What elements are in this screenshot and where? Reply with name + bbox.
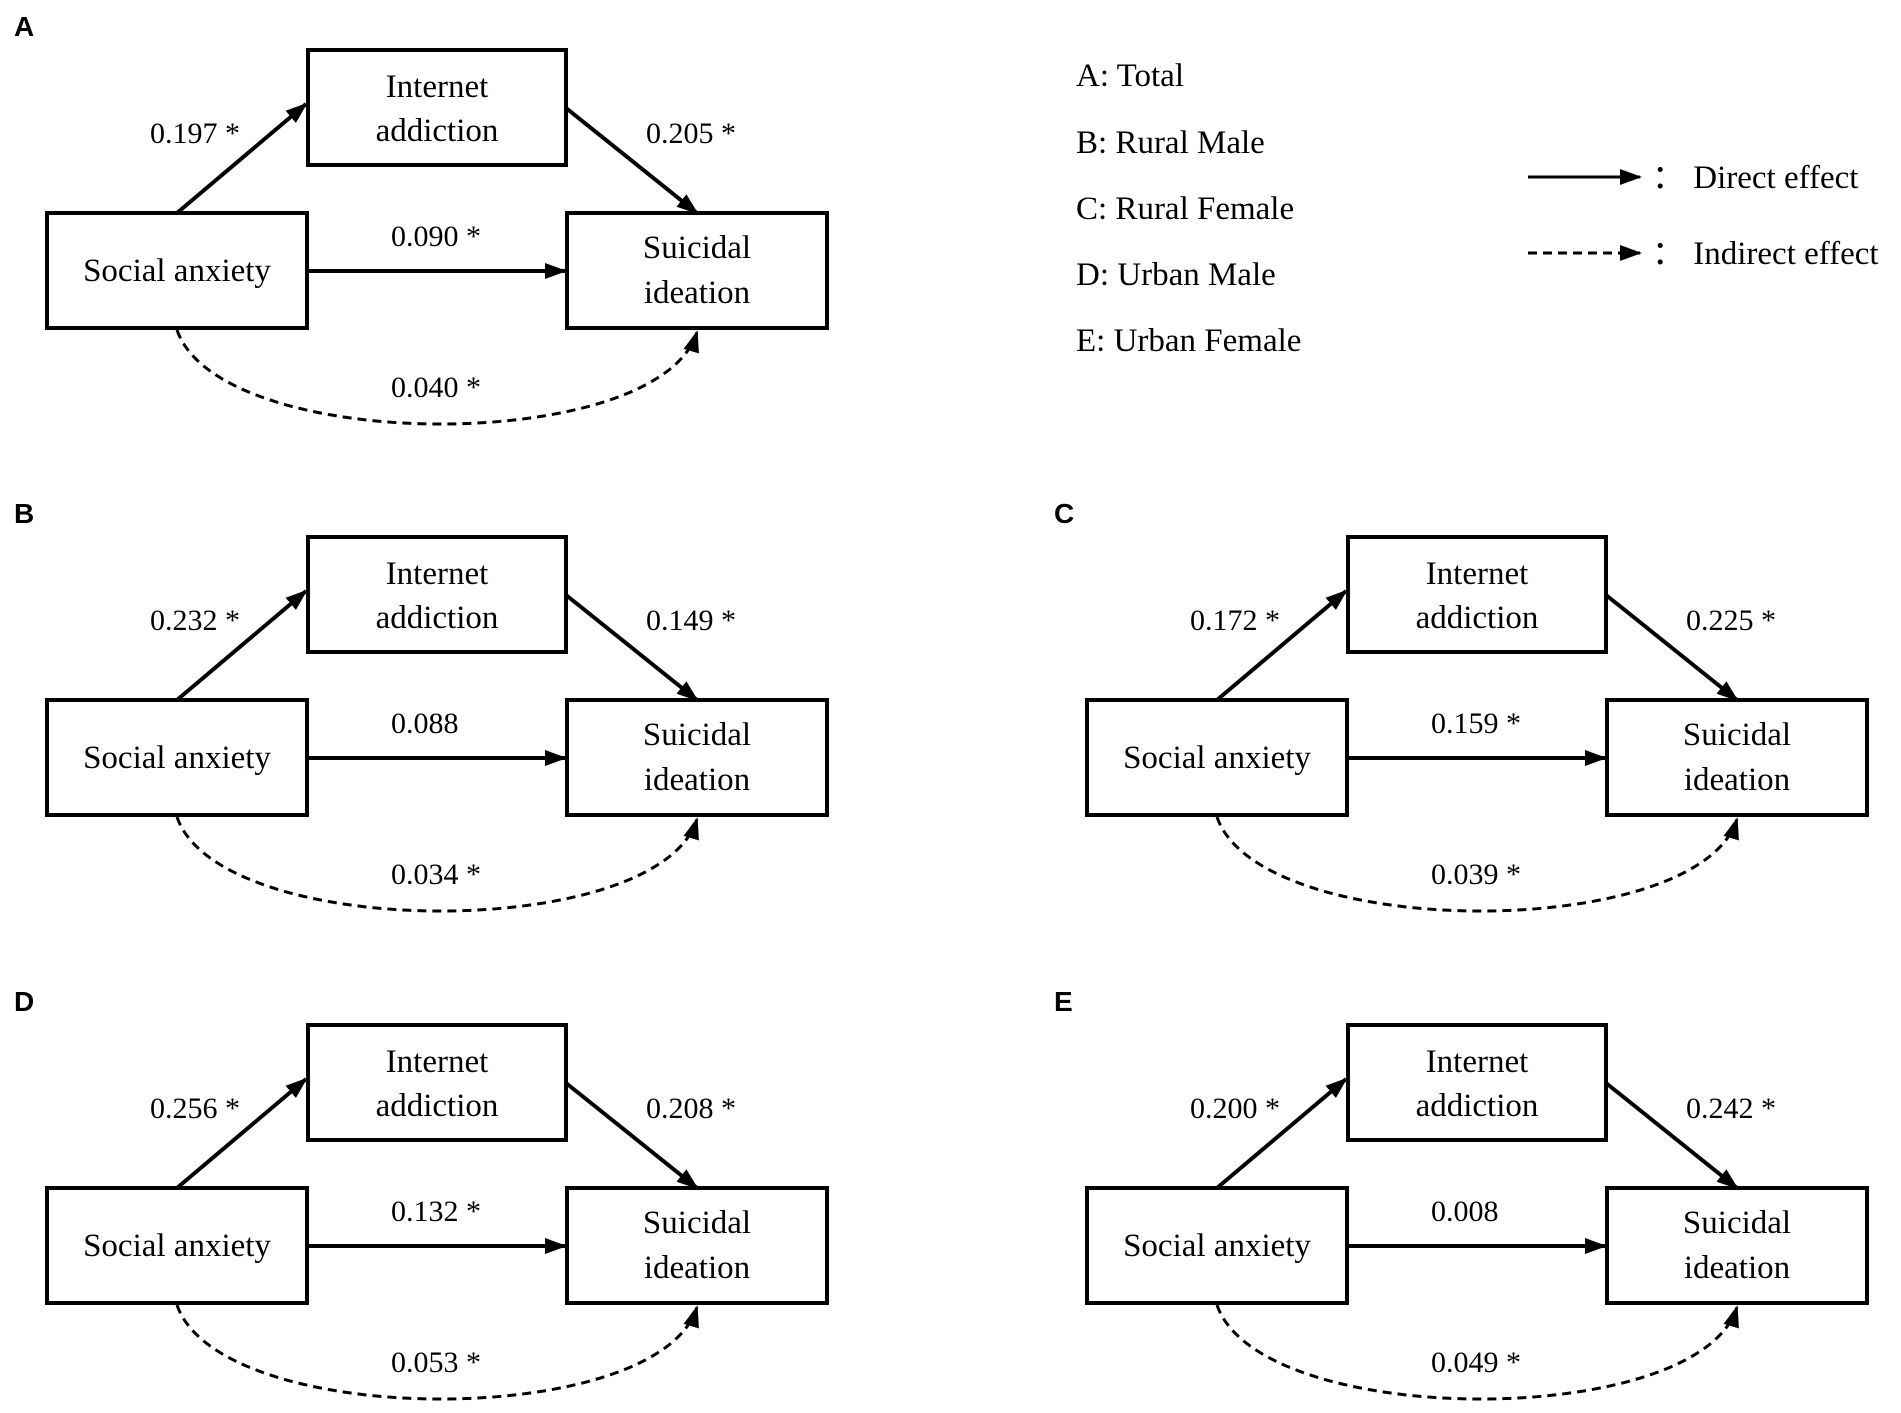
internet-addiction-box (306, 535, 568, 654)
internet-addiction-box (1346, 535, 1608, 654)
suicidal-ideation-label-line2: ideation (644, 762, 750, 798)
suicidal-ideation-box (565, 1186, 829, 1305)
internet-addiction-box (306, 1023, 568, 1142)
internet-addiction-label-line2: addiction (376, 600, 499, 636)
direct-effect-coefficient: 0.008 (1431, 1195, 1499, 1228)
direct-effect-coefficient: 0.132 * (391, 1195, 481, 1228)
group-key-urban-female: E: Urban Female (1076, 323, 1301, 359)
group-key-rural-male: B: Rural Male (1076, 125, 1265, 161)
suicidal-ideation-label-line2: ideation (644, 275, 750, 311)
path-a-arrow (175, 1077, 308, 1190)
path-b-arrow (564, 106, 699, 215)
direct-effect-coefficient: 0.088 (391, 707, 459, 740)
group-key-rural-female: C: Rural Female (1076, 191, 1294, 227)
panel-letter: D (14, 986, 34, 1017)
path-b-arrow (1604, 593, 1739, 702)
suicidal-ideation-box (565, 698, 829, 817)
path-b-coefficient: 0.205 * (646, 117, 736, 150)
social-anxiety-box (45, 1186, 309, 1305)
internet-addiction-box (1346, 1023, 1608, 1142)
panel-letter: A (14, 11, 34, 42)
path-b-coefficient: 0.208 * (646, 1092, 736, 1125)
social-anxiety-label: Social anxiety (1123, 740, 1311, 776)
path-a-arrow (175, 589, 308, 702)
path-a-coefficient: 0.197 * (150, 117, 240, 150)
indirect-effect-arrow (1215, 1304, 1739, 1401)
path-a-arrow (1215, 589, 1348, 702)
internet-addiction-label-line1: Internet (1426, 1044, 1529, 1080)
panel-letter: C (1054, 498, 1074, 529)
indirect-effect-arrow (175, 1304, 699, 1401)
indirect-effect-arrow (175, 816, 699, 913)
internet-addiction-label-line2: addiction (1416, 600, 1539, 636)
suicidal-ideation-label-line1: Suicidal (1683, 1205, 1791, 1241)
internet-addiction-box (306, 48, 568, 167)
social-anxiety-label: Social anxiety (83, 1228, 271, 1264)
path-a-coefficient: 0.200 * (1190, 1092, 1280, 1125)
group-key-total: A: Total (1076, 58, 1184, 94)
suicidal-ideation-label-line2: ideation (1684, 1250, 1790, 1286)
suicidal-ideation-label-line2: ideation (644, 1250, 750, 1286)
internet-addiction-label-line1: Internet (386, 556, 489, 592)
path-b-arrow (564, 1081, 699, 1190)
path-a-coefficient: 0.172 * (1190, 604, 1280, 637)
social-anxiety-box (1085, 698, 1349, 817)
legend-indirect-label: ： Indirect effect (1652, 236, 1879, 272)
path-a-coefficient: 0.232 * (150, 604, 240, 637)
path-a-arrow (1215, 1077, 1348, 1190)
suicidal-ideation-label-line2: ideation (1684, 762, 1790, 798)
group-key: A: Total B: Rural Male C: Rural Female D… (1076, 58, 1301, 359)
indirect-effect-arrow (175, 329, 699, 426)
path-b-coefficient: 0.225 * (1686, 604, 1776, 637)
path-b-coefficient: 0.242 * (1686, 1092, 1776, 1125)
path-a-arrow (175, 102, 308, 215)
suicidal-ideation-label-line1: Suicidal (643, 230, 751, 266)
indirect-effect-coefficient: 0.053 * (391, 1346, 481, 1379)
suicidal-ideation-label-line1: Suicidal (643, 1205, 751, 1241)
internet-addiction-label-line2: addiction (376, 113, 499, 149)
internet-addiction-label-line2: addiction (376, 1088, 499, 1124)
indirect-effect-coefficient: 0.040 * (391, 371, 481, 404)
legend-direct-label: ： Direct effect (1652, 160, 1858, 196)
internet-addiction-label-line2: addiction (1416, 1088, 1539, 1124)
panel-letter: B (14, 498, 34, 529)
path-b-arrow (1604, 1081, 1739, 1190)
social-anxiety-label: Social anxiety (83, 253, 271, 289)
effect-legend: ： Direct effect ： Indirect effect (1528, 160, 1879, 272)
path-b-coefficient: 0.149 * (646, 604, 736, 637)
social-anxiety-label: Social anxiety (1123, 1228, 1311, 1264)
indirect-effect-arrow (1215, 816, 1739, 913)
panel-letter: E (1054, 986, 1073, 1017)
suicidal-ideation-label-line1: Suicidal (1683, 717, 1791, 753)
social-anxiety-box (45, 211, 309, 330)
direct-effect-coefficient: 0.159 * (1431, 707, 1521, 740)
direct-effect-coefficient: 0.090 * (391, 220, 481, 253)
indirect-effect-coefficient: 0.039 * (1431, 858, 1521, 891)
path-b-arrow (564, 593, 699, 702)
suicidal-ideation-label-line1: Suicidal (643, 717, 751, 753)
internet-addiction-label-line1: Internet (1426, 556, 1529, 592)
internet-addiction-label-line1: Internet (386, 69, 489, 105)
group-key-urban-male: D: Urban Male (1076, 257, 1276, 293)
internet-addiction-label-line1: Internet (386, 1044, 489, 1080)
indirect-effect-coefficient: 0.049 * (1431, 1346, 1521, 1379)
path-a-coefficient: 0.256 * (150, 1092, 240, 1125)
indirect-effect-coefficient: 0.034 * (391, 858, 481, 891)
social-anxiety-label: Social anxiety (83, 740, 271, 776)
